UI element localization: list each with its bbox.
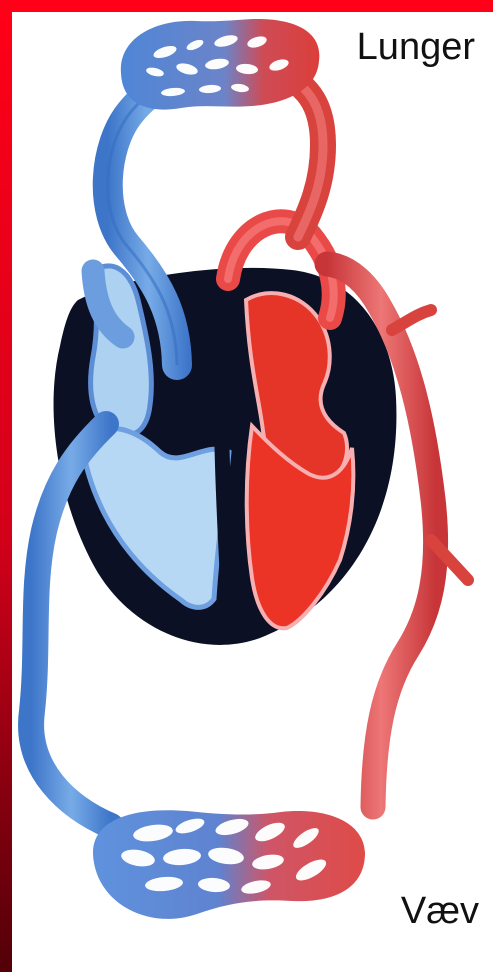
tissue-label: Væv [401,892,479,930]
lungs-label: Lunger [357,28,475,66]
lung-capillary-bed [121,19,320,110]
septum [221,306,230,625]
aorta-branch-upper [392,310,431,330]
tissue-capillary-bed [93,810,365,919]
